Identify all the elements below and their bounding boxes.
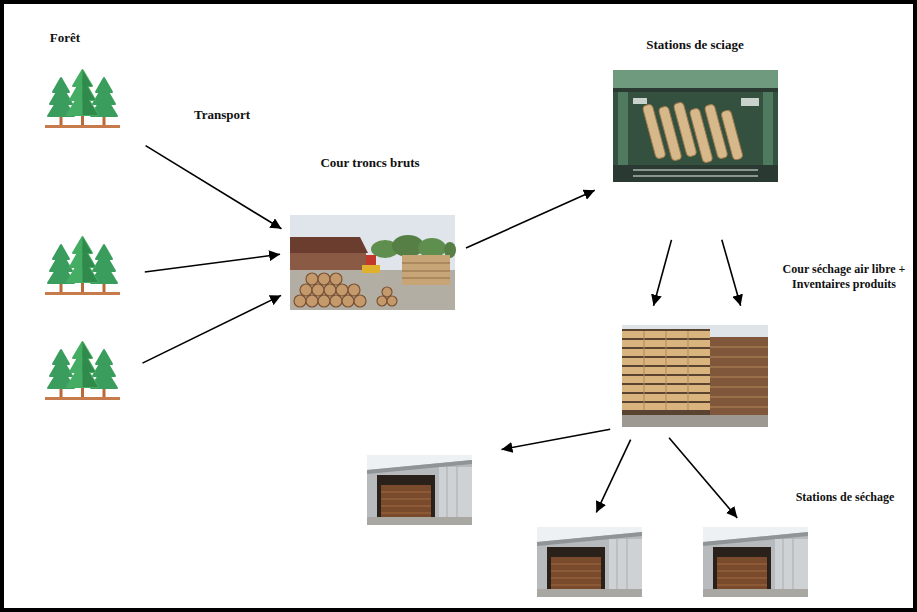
air-drying-yard-photo	[622, 331, 710, 410]
flow-arrow	[501, 429, 610, 449]
log-yard-photo	[402, 263, 450, 264]
log-yard-photo	[312, 284, 324, 296]
log-yard-photo	[402, 255, 450, 285]
log-yard-photo	[306, 273, 318, 285]
sawmill-photo	[613, 70, 778, 182]
log-yard-photo	[324, 284, 336, 296]
air-drying-yard-photo	[706, 346, 768, 348]
node-label: Cour séchage air libre + Inventaires pro…	[783, 262, 906, 291]
log-yard-photo	[318, 295, 330, 307]
log-yard-photo	[336, 284, 348, 296]
sawmill-photo	[613, 70, 778, 92]
flow-arrow	[669, 438, 737, 518]
log-yard-photo	[348, 284, 360, 296]
log-yard-photo	[387, 296, 397, 306]
air-drying-yard-photo	[706, 386, 768, 388]
node-label: Stations de sciage	[646, 37, 744, 52]
sawmill-photo	[633, 169, 758, 171]
node-heading: Cour séchage air libre + Inventaires pro…	[779, 262, 909, 292]
forest-icon	[45, 342, 120, 400]
kiln-photo	[367, 455, 472, 525]
node-label: Cour troncs bruts	[320, 155, 419, 170]
log-yard-photo	[318, 273, 330, 285]
air-drying-yard-photo	[666, 331, 667, 410]
node-heading: Cour troncs bruts	[320, 155, 419, 171]
log-yard-node: Cour troncs bruts	[290, 215, 455, 310]
log-yard-photo	[306, 295, 318, 307]
kiln-node: Stations de séchage	[703, 527, 808, 597]
log-yard-photo	[402, 271, 450, 272]
flow-arrow	[466, 190, 595, 248]
free-label: Transport	[194, 107, 250, 122]
air-drying-yard-photo	[706, 396, 768, 398]
transport-label: Transport	[194, 107, 250, 123]
air-drying-yard-photo	[706, 406, 768, 408]
log-yard-photo	[300, 284, 312, 296]
forest-node: Forêt	[45, 68, 120, 130]
flow-arrow	[654, 240, 672, 306]
sawmill-photo	[633, 98, 647, 104]
kiln-node	[367, 455, 472, 525]
flow-arrow	[146, 146, 282, 229]
air-drying-yard-photo	[706, 376, 768, 378]
log-yard-photo	[330, 295, 342, 307]
kiln-photo	[537, 527, 642, 597]
log-yard-photo	[294, 273, 397, 307]
forest-icon	[45, 237, 120, 295]
log-yard-photo	[354, 295, 366, 307]
node-label: Stations de séchage	[796, 490, 895, 504]
sawmill-photo	[642, 102, 743, 164]
log-yard-photo	[330, 273, 342, 285]
log-yard-photo	[382, 287, 392, 297]
air-drying-yard-photo	[622, 329, 710, 415]
drying-yard-node: Cour séchage air libre + Inventaires pro…	[622, 325, 768, 427]
log-yard-photo	[377, 296, 387, 306]
forest-icon	[45, 70, 120, 128]
air-drying-yard-photo	[688, 331, 689, 410]
air-drying-yard-photo	[706, 337, 768, 415]
air-drying-yard-photo	[706, 366, 768, 368]
log-yard-photo	[290, 215, 455, 310]
node-heading: Stations de séchage	[796, 490, 895, 505]
air-drying-yard-photo	[706, 356, 768, 358]
air-drying-yard-photo	[622, 325, 768, 427]
air-drying-yard-photo	[644, 331, 645, 410]
forest-node	[45, 235, 120, 297]
log-yard-photo	[290, 237, 368, 253]
flow-arrow	[145, 254, 280, 272]
node-heading: Forêt	[50, 30, 80, 46]
sawmill-photo	[633, 175, 758, 177]
sawmill-photo	[721, 110, 744, 161]
air-drying-yard-photo	[622, 325, 768, 427]
kiln-photo	[703, 527, 808, 597]
flow-arrow	[596, 440, 630, 513]
sawmill-node: Stations de sciage	[613, 70, 778, 182]
forest-node	[45, 340, 120, 402]
kiln-node	[537, 527, 642, 597]
sawmill-photo	[741, 98, 759, 106]
log-yard-photo	[342, 295, 354, 307]
sawmill-photo	[613, 70, 778, 182]
air-drying-yard-photo	[644, 331, 688, 410]
sawmill-photo	[613, 165, 778, 182]
log-yard-photo	[402, 278, 450, 279]
sawmill-photo	[613, 88, 778, 92]
node-heading: Stations de sciage	[646, 37, 744, 53]
flow-arrow	[722, 240, 741, 306]
air-drying-yard-photo	[622, 415, 768, 427]
air-drying-yard-photo	[706, 347, 768, 407]
sawmill-photo	[633, 170, 758, 176]
node-label: Forêt	[50, 30, 80, 45]
flow-arrow	[142, 295, 281, 363]
log-yard-photo	[290, 215, 456, 310]
log-yard-photo	[362, 265, 380, 273]
log-yard-photo	[294, 295, 306, 307]
